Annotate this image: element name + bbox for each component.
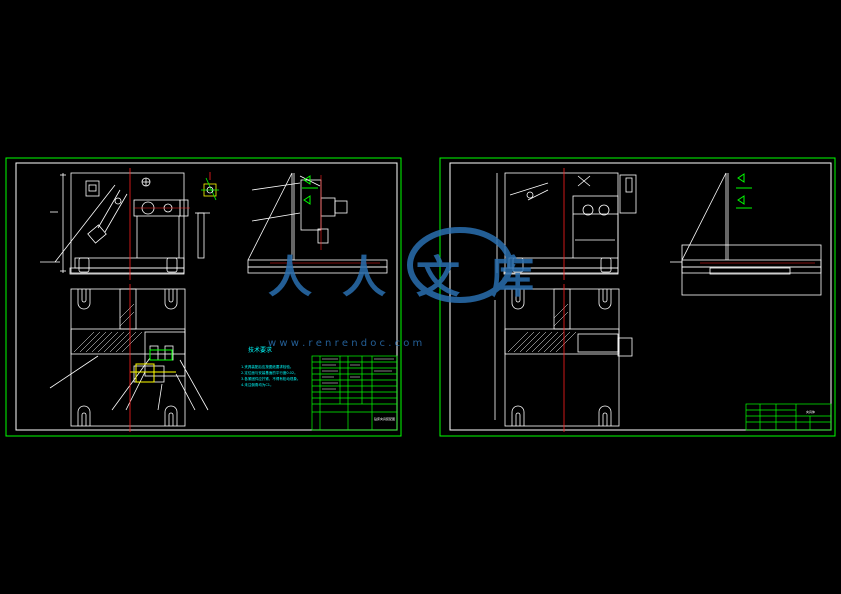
watermark: 人人文库 w w w . r e n r e n d o c . c o m [268,227,564,349]
sheet-2-title-block [745,403,832,431]
sheet-2: 夹具体 [439,157,836,437]
tech-req-line-4: 4.未注倒角均为C1。 [241,382,274,387]
sheet-2-plan-view [494,288,633,427]
tech-req-title: 技术要求 [248,346,272,354]
sheet-1-front-view [40,172,210,275]
tech-req-line-2: 2.定位面与安装基面的平行度0.02。 [241,370,298,375]
watermark-logo-ring [407,227,513,303]
tech-req-line-3: 3.各紧固件应拧紧，不得有松动现象。 [241,376,300,381]
sheet-1-plan-view [49,288,209,427]
sheet-2-side-view [670,172,822,296]
sheet-1-parts-list-text [322,358,394,390]
sheet-1-plan-green-part [149,349,173,361]
sheet-1-plan-hatch [73,303,143,353]
sheet-1-title-block-name: 钻床夹具装配图 [374,416,395,421]
sheet-1-title-block [311,355,398,431]
sheet-2-plan-hatch [507,303,577,353]
tech-req-line-1: 1.夹具装配后应按图纸要求检验。 [241,364,293,369]
sheet-1-plan-yellow-part [130,363,176,383]
sheet-1-side-view-green-marks [302,175,318,205]
sheet-1-detail-callout [201,172,219,201]
sheet-2-side-view-green-marks [736,173,752,209]
watermark-logo-text: 人人文库 [268,252,564,303]
sheet-1-outer-border [5,157,402,437]
sheet-2-front-view [496,172,637,275]
sheet-2-title-block-name: 夹具体 [806,409,815,414]
sheet-1-inner-border [15,162,398,431]
sheet-1: 技术要求 1.夹具装配后应按图纸要求检验。 2.定位面与安装基面的平行度0.02… [5,157,402,437]
watermark-url: w w w . r e n r e n d o c . c o m [268,338,422,349]
sheet-1-tech-requirements: 技术要求 1.夹具装配后应按图纸要求检验。 2.定位面与安装基面的平行度0.02… [241,346,300,387]
